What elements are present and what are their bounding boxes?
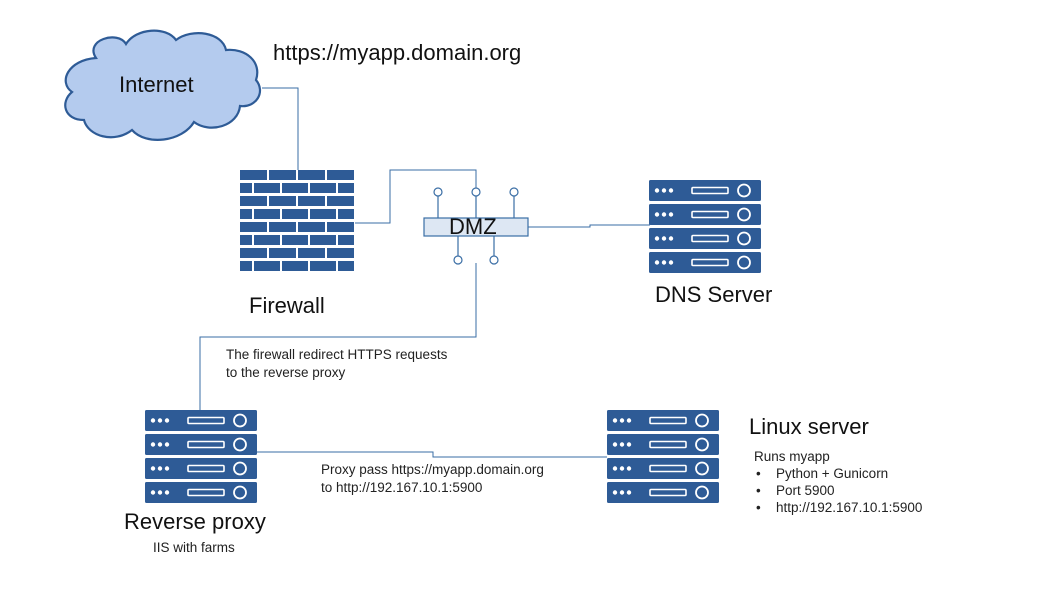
linux-server-label: Linux server	[749, 414, 869, 439]
reverse-proxy-linux-link	[257, 451, 607, 458]
connections	[199, 87, 650, 458]
linux-server-details: Runs myapp Python + Gunicorn Port 5900 h…	[754, 448, 922, 516]
reverse-proxy-label: Reverse proxy	[124, 509, 266, 534]
dmz-label: DMZ	[449, 214, 497, 239]
network-switch-icon	[423, 187, 529, 265]
firewall-note: The firewall redirect HTTPS requests to …	[226, 346, 447, 382]
app-url-label: https://myapp.domain.org	[273, 40, 522, 65]
reverse-proxy-server-icon	[145, 410, 257, 503]
firewall-icon	[240, 170, 354, 271]
internet-label: Internet	[119, 72, 194, 97]
reverse-proxy-sublabel: IIS with farms	[153, 540, 235, 555]
linux-server-icon	[607, 410, 719, 503]
firewall-dmz-link	[355, 169, 477, 224]
dns-server-icon	[649, 180, 761, 273]
list-item: http://192.167.10.1:5900	[754, 499, 922, 516]
internet-firewall-link	[262, 87, 299, 170]
firewall-note-line-2: to the reverse proxy	[226, 365, 346, 380]
firewall-label: Firewall	[249, 293, 325, 318]
firewall-note-line-1: The firewall redirect HTTPS requests	[226, 347, 448, 362]
dmz-reverse-proxy-link	[199, 263, 477, 410]
linux-server-feature-list: Python + Gunicorn Port 5900 http://192.1…	[754, 465, 922, 516]
linux-server-intro: Runs myapp	[754, 449, 830, 464]
proxy-pass-note: Proxy pass https://myapp.domain.org to h…	[321, 461, 544, 497]
list-item: Python + Gunicorn	[754, 465, 922, 482]
proxy-pass-note-line-1: Proxy pass https://myapp.domain.org	[321, 462, 544, 477]
proxy-pass-note-line-2: to http://192.167.10.1:5900	[321, 480, 483, 495]
list-item: Port 5900	[754, 482, 922, 499]
dns-server-label: DNS Server	[655, 282, 773, 307]
cloud-icon	[64, 29, 262, 141]
dmz-dns-link	[528, 224, 650, 228]
